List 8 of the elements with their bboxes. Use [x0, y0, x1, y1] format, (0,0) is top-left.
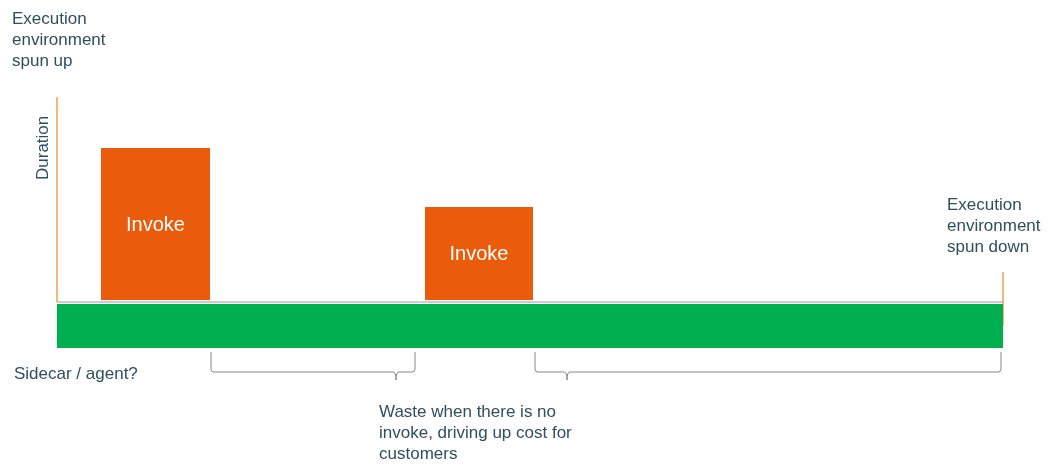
end-note: Execution environment spun down [947, 194, 1042, 257]
axis-label: Duration [32, 115, 53, 180]
invoke-block: Invoke [101, 148, 210, 300]
bar-caption: Sidecar / agent? [14, 363, 138, 384]
start-note: Execution environment spun up [12, 8, 107, 71]
timeline-bar [57, 304, 1003, 348]
invoke-block: Invoke [425, 207, 533, 300]
waste-note: Waste when there is no invoke, driving up cost for customers [379, 401, 573, 464]
